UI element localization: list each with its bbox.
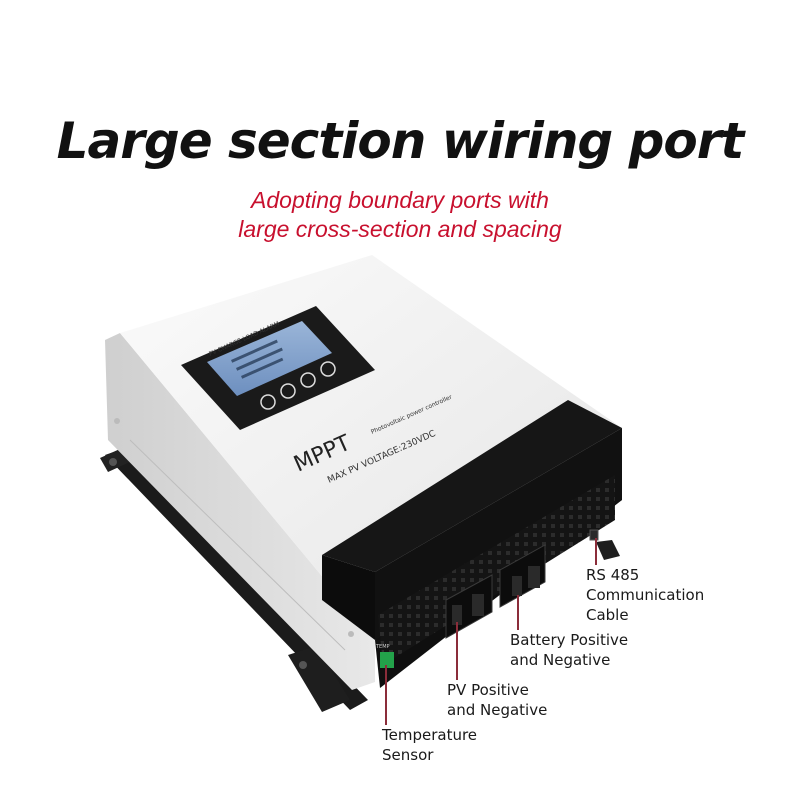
- page-subtitle: Adopting boundary ports with large cross…: [0, 186, 800, 244]
- callout-rs485-line3: Cable: [586, 606, 629, 624]
- lcd-panel: [181, 306, 375, 430]
- callout-battery: Battery Positive and Negative: [510, 630, 628, 670]
- temp-port[interactable]: TEMP: [375, 644, 394, 668]
- battery-terminal-block[interactable]: [499, 544, 546, 608]
- down-button-icon[interactable]: [300, 372, 316, 388]
- callout-temperature: Temperature Sensor: [382, 725, 477, 765]
- confirm-button-icon[interactable]: [320, 361, 336, 377]
- power-button-icon[interactable]: [260, 394, 276, 410]
- callout-rs485-line1: RS 485: [586, 566, 640, 584]
- svg-text:TEMP: TEMP: [375, 644, 390, 650]
- callout-pv: PV Positive and Negative: [447, 680, 547, 720]
- subtitle-line-1: Adopting boundary ports with: [251, 187, 549, 213]
- rs485-port[interactable]: [589, 529, 599, 541]
- callout-battery-line1: Battery Positive: [510, 631, 629, 649]
- callout-temperature-line2: Sensor: [382, 746, 434, 764]
- callout-pv-line1: PV Positive: [447, 681, 529, 699]
- callout-battery-line2: and Negative: [510, 651, 611, 669]
- mounting-bracket: [100, 448, 620, 712]
- subtitle-line-2: large cross-section and spacing: [238, 216, 562, 242]
- vent-grille: [378, 475, 615, 665]
- callout-rs485-line2: Communication: [586, 586, 705, 604]
- leader-lines: [385, 538, 597, 725]
- callout-pv-line2: and Negative: [447, 701, 548, 719]
- callout-rs485: RS 485 Communication Cable: [586, 565, 704, 625]
- callout-temperature-line1: Temperature: [382, 726, 478, 744]
- housing-left-side: [105, 333, 375, 690]
- page-title: Large section wiring port: [56, 112, 745, 170]
- up-button-icon[interactable]: [280, 383, 296, 399]
